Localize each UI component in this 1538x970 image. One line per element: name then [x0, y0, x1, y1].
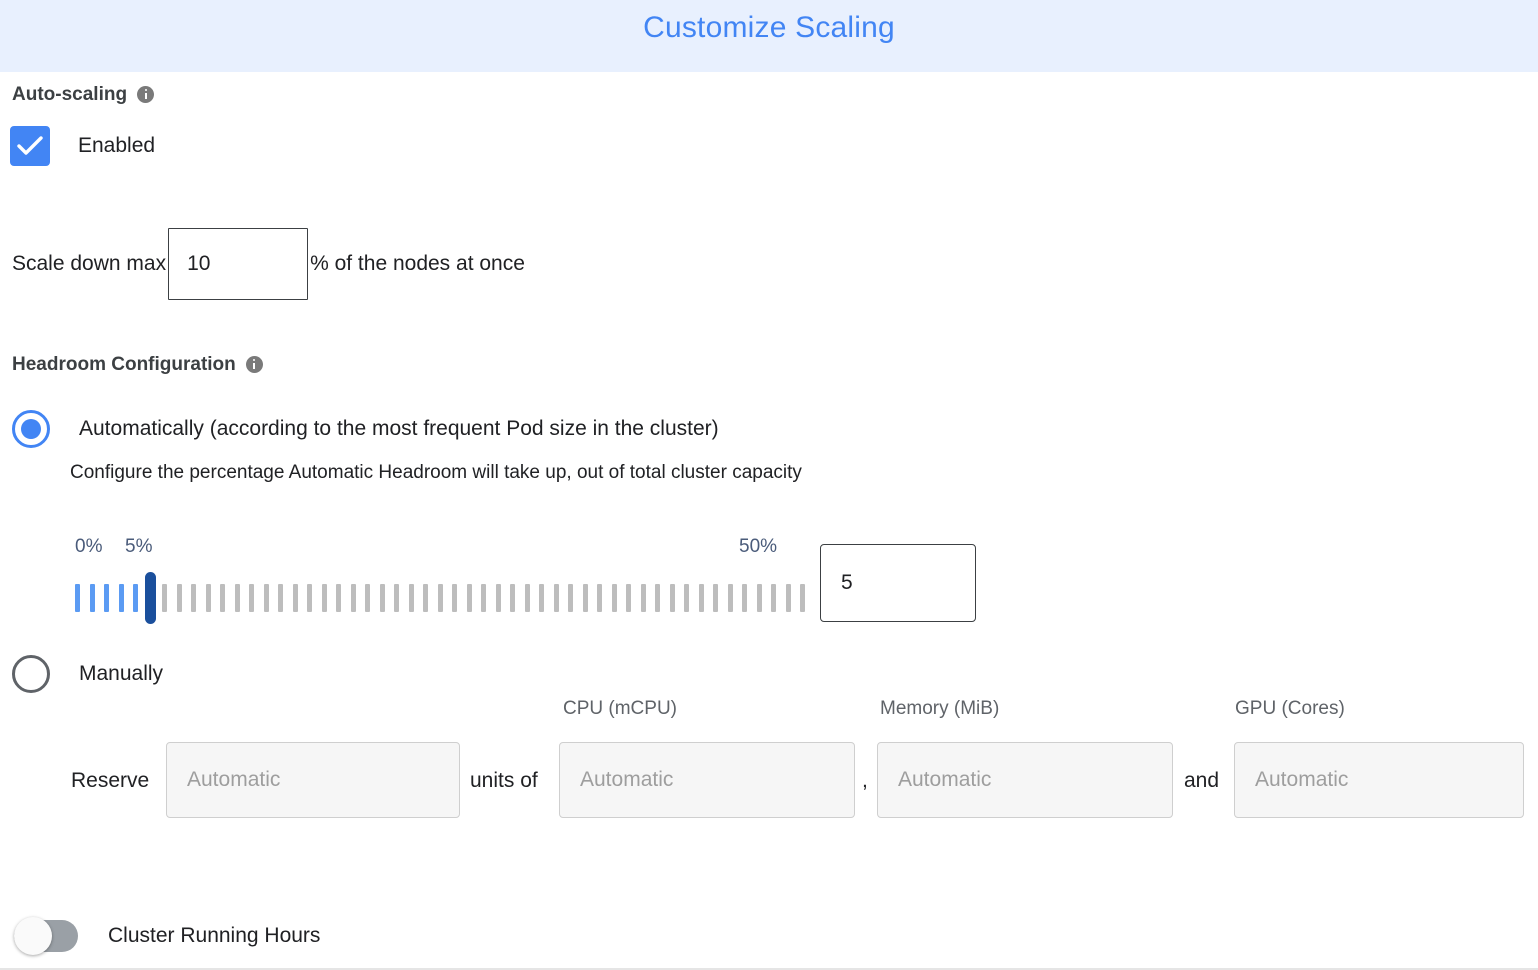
dialog-header: Customize Scaling: [0, 0, 1538, 72]
radio-manually[interactable]: [12, 655, 50, 693]
autoscaling-enabled-label: Enabled: [78, 134, 156, 157]
slider-tick: [263, 584, 269, 612]
slider-tick: [655, 584, 660, 612]
headroom-section-title: Headroom Configuration: [12, 354, 236, 375]
slider-current-label: 5%: [125, 536, 153, 557]
headroom-slider[interactable]: 0% 5% 50%: [75, 536, 815, 631]
gpu-input[interactable]: [1234, 742, 1524, 818]
slider-tick: [220, 584, 225, 612]
check-icon: [17, 136, 43, 155]
slider-tick: [466, 584, 472, 612]
slider-tick: [75, 584, 80, 612]
headroom-percentage-input[interactable]: [820, 544, 976, 622]
slider-tick: [104, 584, 109, 612]
headroom-section-label: Headroom Configuration: [12, 354, 263, 376]
info-icon[interactable]: [245, 356, 263, 374]
slider-tick: [176, 584, 182, 612]
slider-tick: [118, 584, 124, 612]
cluster-running-hours-toggle[interactable]: [14, 917, 78, 955]
slider-tick: [582, 584, 588, 612]
slider-tick: [234, 584, 240, 612]
radio-automatically-label: Automatically (according to the most fre…: [79, 417, 719, 440]
column-header-gpu: GPU (Cores): [1235, 698, 1345, 719]
slider-tick: [698, 584, 704, 612]
slider-tick: [785, 584, 791, 612]
reserve-units-input[interactable]: [166, 742, 460, 818]
slider-tick: [568, 584, 573, 612]
slider-tick: [626, 584, 631, 612]
slider-tick: [350, 584, 356, 612]
slider-tick: [437, 584, 443, 612]
slider-tick: [162, 584, 167, 612]
slider-tick: [481, 584, 486, 612]
slider-tick: [742, 584, 747, 612]
slider-tick: [452, 584, 457, 612]
units-of-label: units of: [470, 769, 538, 792]
slider-tick: [423, 584, 428, 612]
slider-min-label: 0%: [75, 536, 103, 557]
slider-tick: [292, 584, 298, 612]
column-header-memory: Memory (MiB): [880, 698, 1000, 719]
slider-tick: [510, 584, 515, 612]
scale-down-max-suffix-label: % of the nodes at once: [310, 252, 525, 275]
slider-thumb[interactable]: [144, 572, 156, 624]
headroom-option-automatically[interactable]: Automatically (according to the most fre…: [12, 410, 719, 448]
slider-tick: [713, 584, 718, 612]
slider-tick: [365, 584, 370, 612]
info-icon[interactable]: [137, 86, 155, 104]
slider-tick: [727, 584, 733, 612]
comma-separator: ,: [862, 769, 868, 792]
slider-tick: [597, 584, 602, 612]
slider-tick: [249, 584, 254, 612]
autoscaling-section-label: Auto-scaling: [12, 84, 155, 106]
page-title: Customize Scaling: [643, 11, 895, 44]
autoscaling-enabled-checkbox[interactable]: [10, 126, 50, 166]
cpu-input[interactable]: [559, 742, 855, 818]
and-separator: and: [1184, 769, 1220, 792]
slider-max-label: 50%: [739, 536, 778, 557]
slider-tick: [278, 584, 283, 612]
slider-tick: [379, 584, 385, 612]
slider-tick: [394, 584, 399, 612]
slider-tick: [321, 584, 327, 612]
slider-tick: [408, 584, 414, 612]
slider-tick: [191, 584, 196, 612]
slider-tick: [800, 584, 805, 612]
cluster-running-hours-row[interactable]: Cluster Running Hours: [14, 917, 321, 955]
scale-down-max-row: Scale down max % of the nodes at once: [12, 228, 525, 300]
scale-down-max-input[interactable]: [168, 228, 309, 300]
slider-tick: [539, 584, 544, 612]
cluster-running-hours-label: Cluster Running Hours: [108, 924, 321, 947]
headroom-automatic-help-text: Configure the percentage Automatic Headr…: [70, 462, 802, 483]
radio-manually-label: Manually: [79, 662, 164, 685]
scale-down-max-prefix-label: Scale down max: [12, 252, 167, 275]
bottom-divider: [0, 968, 1538, 970]
slider-tick-labels: 0% 5% 50%: [75, 536, 815, 564]
column-header-cpu: CPU (mCPU): [563, 698, 677, 719]
slider-tick: [205, 584, 211, 612]
slider-tick: [771, 584, 776, 612]
slider-tick: [89, 584, 95, 612]
slider-tick: [553, 584, 559, 612]
slider-tick: [524, 584, 530, 612]
slider-tick: [307, 584, 312, 612]
autoscaling-enabled-row[interactable]: Enabled: [10, 126, 155, 166]
reserve-label: Reserve: [71, 769, 150, 792]
slider-tick: [640, 584, 646, 612]
headroom-option-manually[interactable]: Manually: [12, 655, 163, 693]
slider-tick: [336, 584, 341, 612]
autoscaling-section-title: Auto-scaling: [12, 84, 128, 105]
toggle-knob: [14, 917, 52, 955]
slider-tick: [684, 584, 689, 612]
slider-tick: [611, 584, 617, 612]
slider-tick: [495, 584, 501, 612]
slider-tick: [756, 584, 762, 612]
memory-input[interactable]: [877, 742, 1173, 818]
slider-tick: [133, 584, 138, 612]
slider-track[interactable]: [75, 572, 815, 624]
radio-automatically[interactable]: [12, 410, 50, 448]
slider-tick: [669, 584, 675, 612]
